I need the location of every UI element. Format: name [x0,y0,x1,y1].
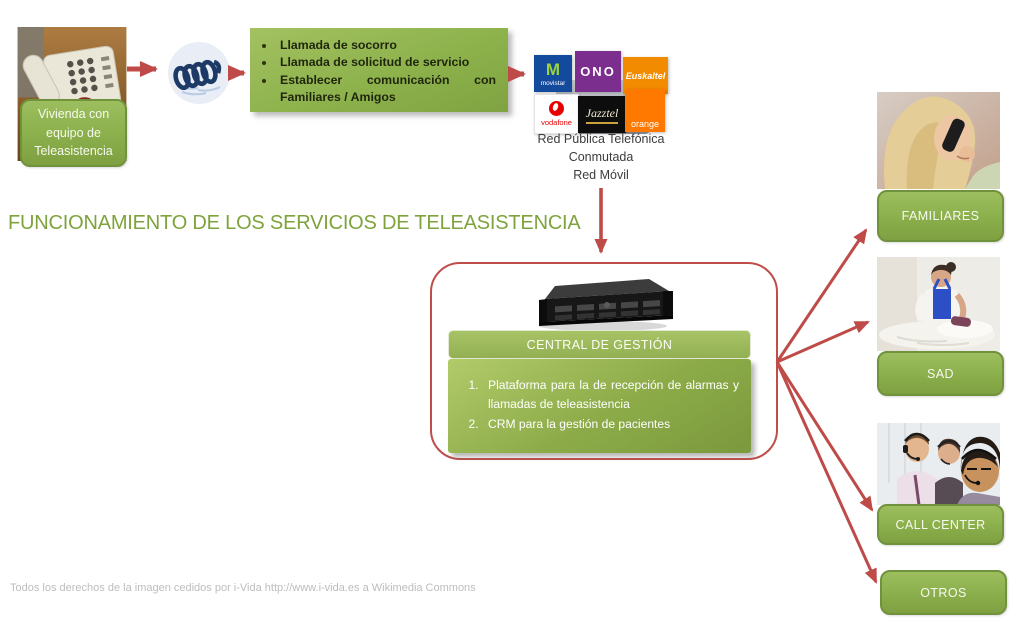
central-functions-list: Plataforma para la de recepción de alarm… [448,359,751,434]
arrow-central-to-familiares [775,228,868,363]
central-function-item: CRM para la gestión de pacientes [482,415,739,434]
destination-sad: SAD [877,351,1004,396]
logo-ono: ONO [575,51,621,92]
arrow-central-to-call-center [775,361,874,512]
network-caption-line: Red Móvil [573,167,629,182]
destination-label: FAMILIARES [901,209,980,223]
central-function-item: Plataforma para la de recepción de alarm… [482,376,739,415]
page-title: FUNCIONAMIENTO DE LOS SERVICIOS DE TELEA… [8,212,581,234]
central-header: CENTRAL DE GESTIÓN [448,330,751,359]
destination-otros: OTROS [880,570,1007,615]
home-label-text: Vivienda con equipo de Teleasistencia [34,106,113,159]
destination-label: SAD [927,366,954,381]
destination-label: OTROS [920,585,967,600]
network-caption-line: Red Pública Telefónica [537,132,665,146]
movistar-label: movistar [540,79,566,87]
movistar-m-glyph: M [545,59,561,79]
jazztel-label: Jazztel [585,106,619,124]
logo-vodafone: vodafone [534,94,579,134]
destination-call-center: CALL CENTER [877,504,1004,545]
central-header-text: CENTRAL DE GESTIÓN [526,337,673,352]
server-image [527,274,677,332]
logo-jazztel: Jazztel [578,96,626,133]
orange-label: orange [630,119,660,129]
signal-coil-icon [168,42,230,104]
euskaltel-label: Euskaltel [625,70,666,81]
call-center-image [877,423,1000,505]
destination-familiares: FAMILIARES [877,190,1004,242]
logo-movistar: M movistar [534,55,572,92]
central-functions-box: Plataforma para la de recepción de alarm… [448,359,751,453]
copyright-text: Todos los derechos de la imagen cedidos … [10,582,476,594]
familiares-image [877,92,1000,189]
sad-image [877,257,1000,351]
call-types-list: Llamada de socorro Llamada de solicitud … [250,28,508,107]
call-types-box: Llamada de socorro Llamada de solicitud … [250,28,508,112]
home-label: Vivienda con equipo de Teleasistencia [20,99,127,167]
arrow-central-to-otros [775,361,878,584]
network-caption-line: Conmutada [568,149,634,164]
destination-label: CALL CENTER [895,517,986,532]
call-type-item: Llamada de solicitud de servicio [276,54,496,71]
vodafone-circle-icon [549,101,564,116]
logo-euskaltel: Euskaltel [623,57,668,94]
vodafone-label: vodafone [541,118,572,127]
arrow-central-to-sad [776,320,870,364]
ono-label: ONO [580,64,616,79]
network-caption: Red Pública Telefónica Conmutada Red Móv… [510,131,692,184]
call-type-item: Llamada de socorro [276,37,496,54]
logo-orange: orange [625,89,665,132]
call-type-item: Establecer comunicación con Familiares /… [276,72,496,107]
